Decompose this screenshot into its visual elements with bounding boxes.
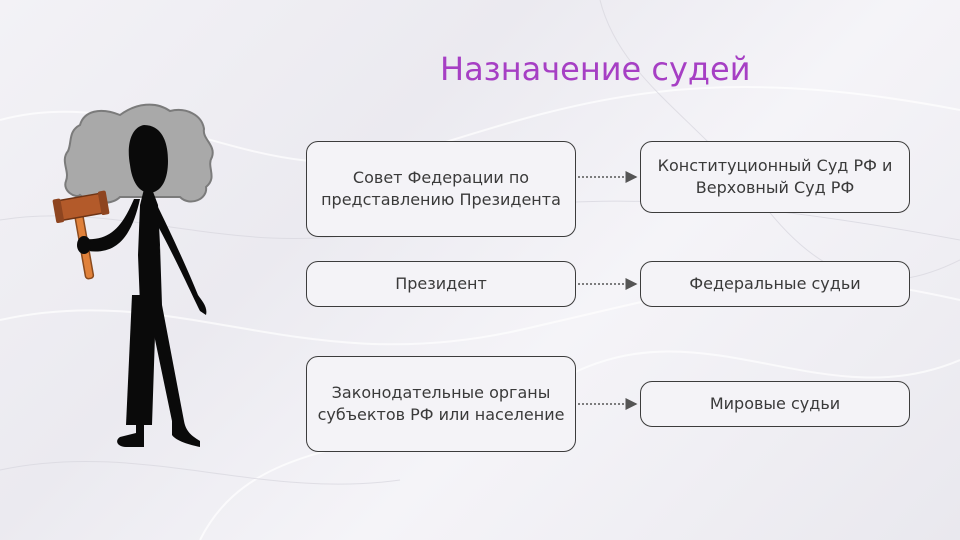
target-box-constitutional-supreme-court: Конституционный Суд РФ и Верховный Суд Р… (640, 141, 910, 213)
source-box-president: Президент (306, 261, 576, 307)
gavel-head (56, 192, 106, 221)
page-title: Назначение судей (440, 50, 751, 88)
judge-with-gavel-icon (52, 103, 214, 447)
source-box-regional-legislatures: Законодательные органы субъектов РФ или … (306, 356, 576, 452)
target-box-federal-judges: Федеральные судьи (640, 261, 910, 307)
target-box-magistrate-judges: Мировые судьи (640, 381, 910, 427)
source-box-federation-council: Совет Федерации по представлению Президе… (306, 141, 576, 237)
